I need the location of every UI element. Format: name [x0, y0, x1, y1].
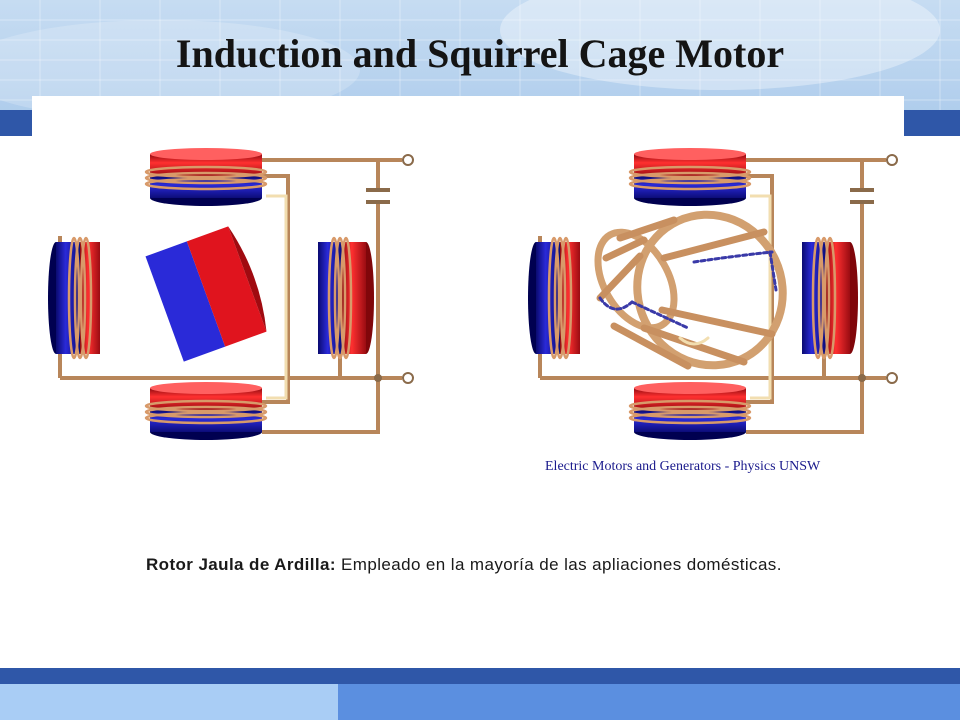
caption-text: Empleado en la mayoría de las apliacione…	[335, 555, 782, 574]
image-credit: Electric Motors and Generators - Physics…	[545, 459, 821, 474]
bar-magnet-rotor	[145, 226, 267, 362]
caption-term: Rotor Jaula de Ardilla:	[146, 555, 336, 574]
content-panel-top	[32, 96, 904, 140]
footer-left-block	[0, 684, 338, 720]
footer-accent-band	[0, 668, 960, 684]
squirrel-cage-rotor	[594, 210, 787, 370]
squirrel-cage-motor-diagram	[528, 148, 898, 440]
slide-caption: Rotor Jaula de Ardilla: Empleado en la m…	[146, 551, 826, 578]
top-pole	[144, 148, 268, 206]
permanent-magnet-motor-diagram	[48, 148, 414, 440]
footer-right-block	[338, 684, 960, 720]
slide-title: Induction and Squirrel Cage Motor	[175, 31, 785, 76]
